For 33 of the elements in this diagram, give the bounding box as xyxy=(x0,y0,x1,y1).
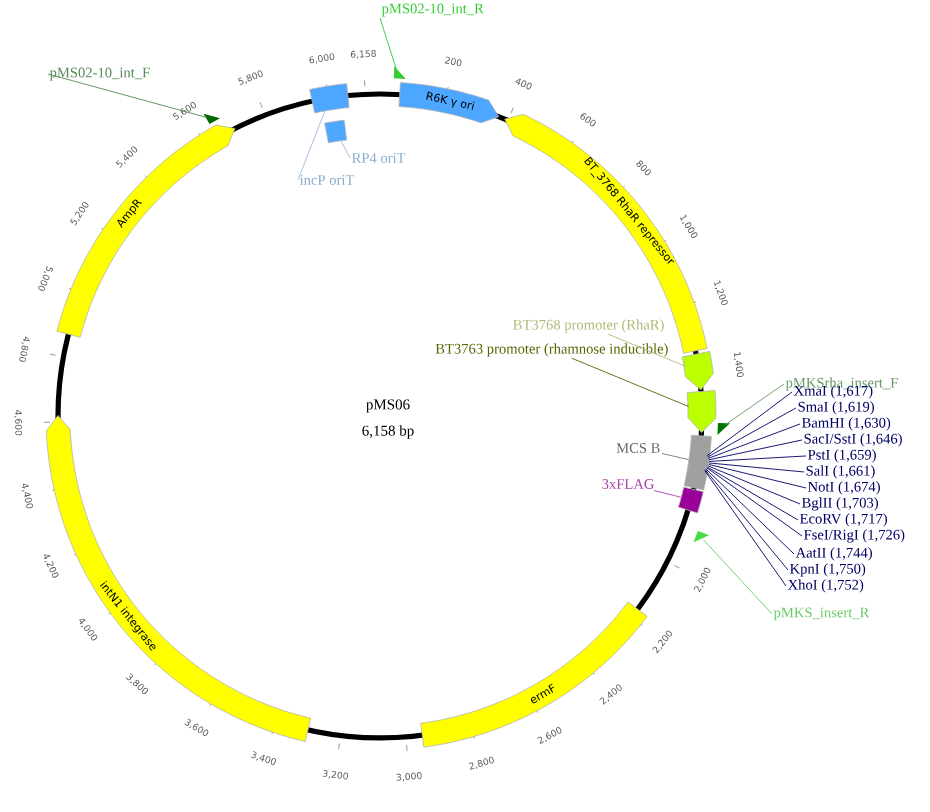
feature-block xyxy=(683,434,712,491)
feature-block xyxy=(686,390,717,433)
leader-line xyxy=(571,357,690,407)
feature-block xyxy=(309,83,350,114)
leader-line xyxy=(704,470,787,587)
primer-flag xyxy=(203,113,221,125)
leader-line xyxy=(708,455,807,462)
leader-line xyxy=(707,465,801,505)
leader-line xyxy=(702,538,773,615)
primer-flag xyxy=(393,66,406,79)
leader-line xyxy=(705,468,795,555)
leader-line xyxy=(607,333,687,367)
leader-line xyxy=(653,490,682,498)
leader-line xyxy=(708,439,803,461)
leader-line xyxy=(706,467,803,537)
leader-line xyxy=(661,453,690,461)
leader-line xyxy=(706,391,793,457)
leader-line xyxy=(47,73,208,118)
leader-line xyxy=(707,466,799,521)
leader-line xyxy=(724,383,785,426)
feature-block xyxy=(324,119,347,144)
leader-line xyxy=(708,463,807,489)
leader-line xyxy=(379,17,398,71)
leader-line xyxy=(340,140,351,159)
primer-flag xyxy=(717,423,730,436)
leader-line xyxy=(704,469,789,571)
leader-line xyxy=(707,407,797,458)
leader-line xyxy=(708,462,805,473)
feature-block xyxy=(678,486,704,514)
feature-block xyxy=(681,351,714,391)
leader-line xyxy=(297,109,326,181)
leader-line xyxy=(708,423,801,459)
primer-flag xyxy=(693,531,710,543)
